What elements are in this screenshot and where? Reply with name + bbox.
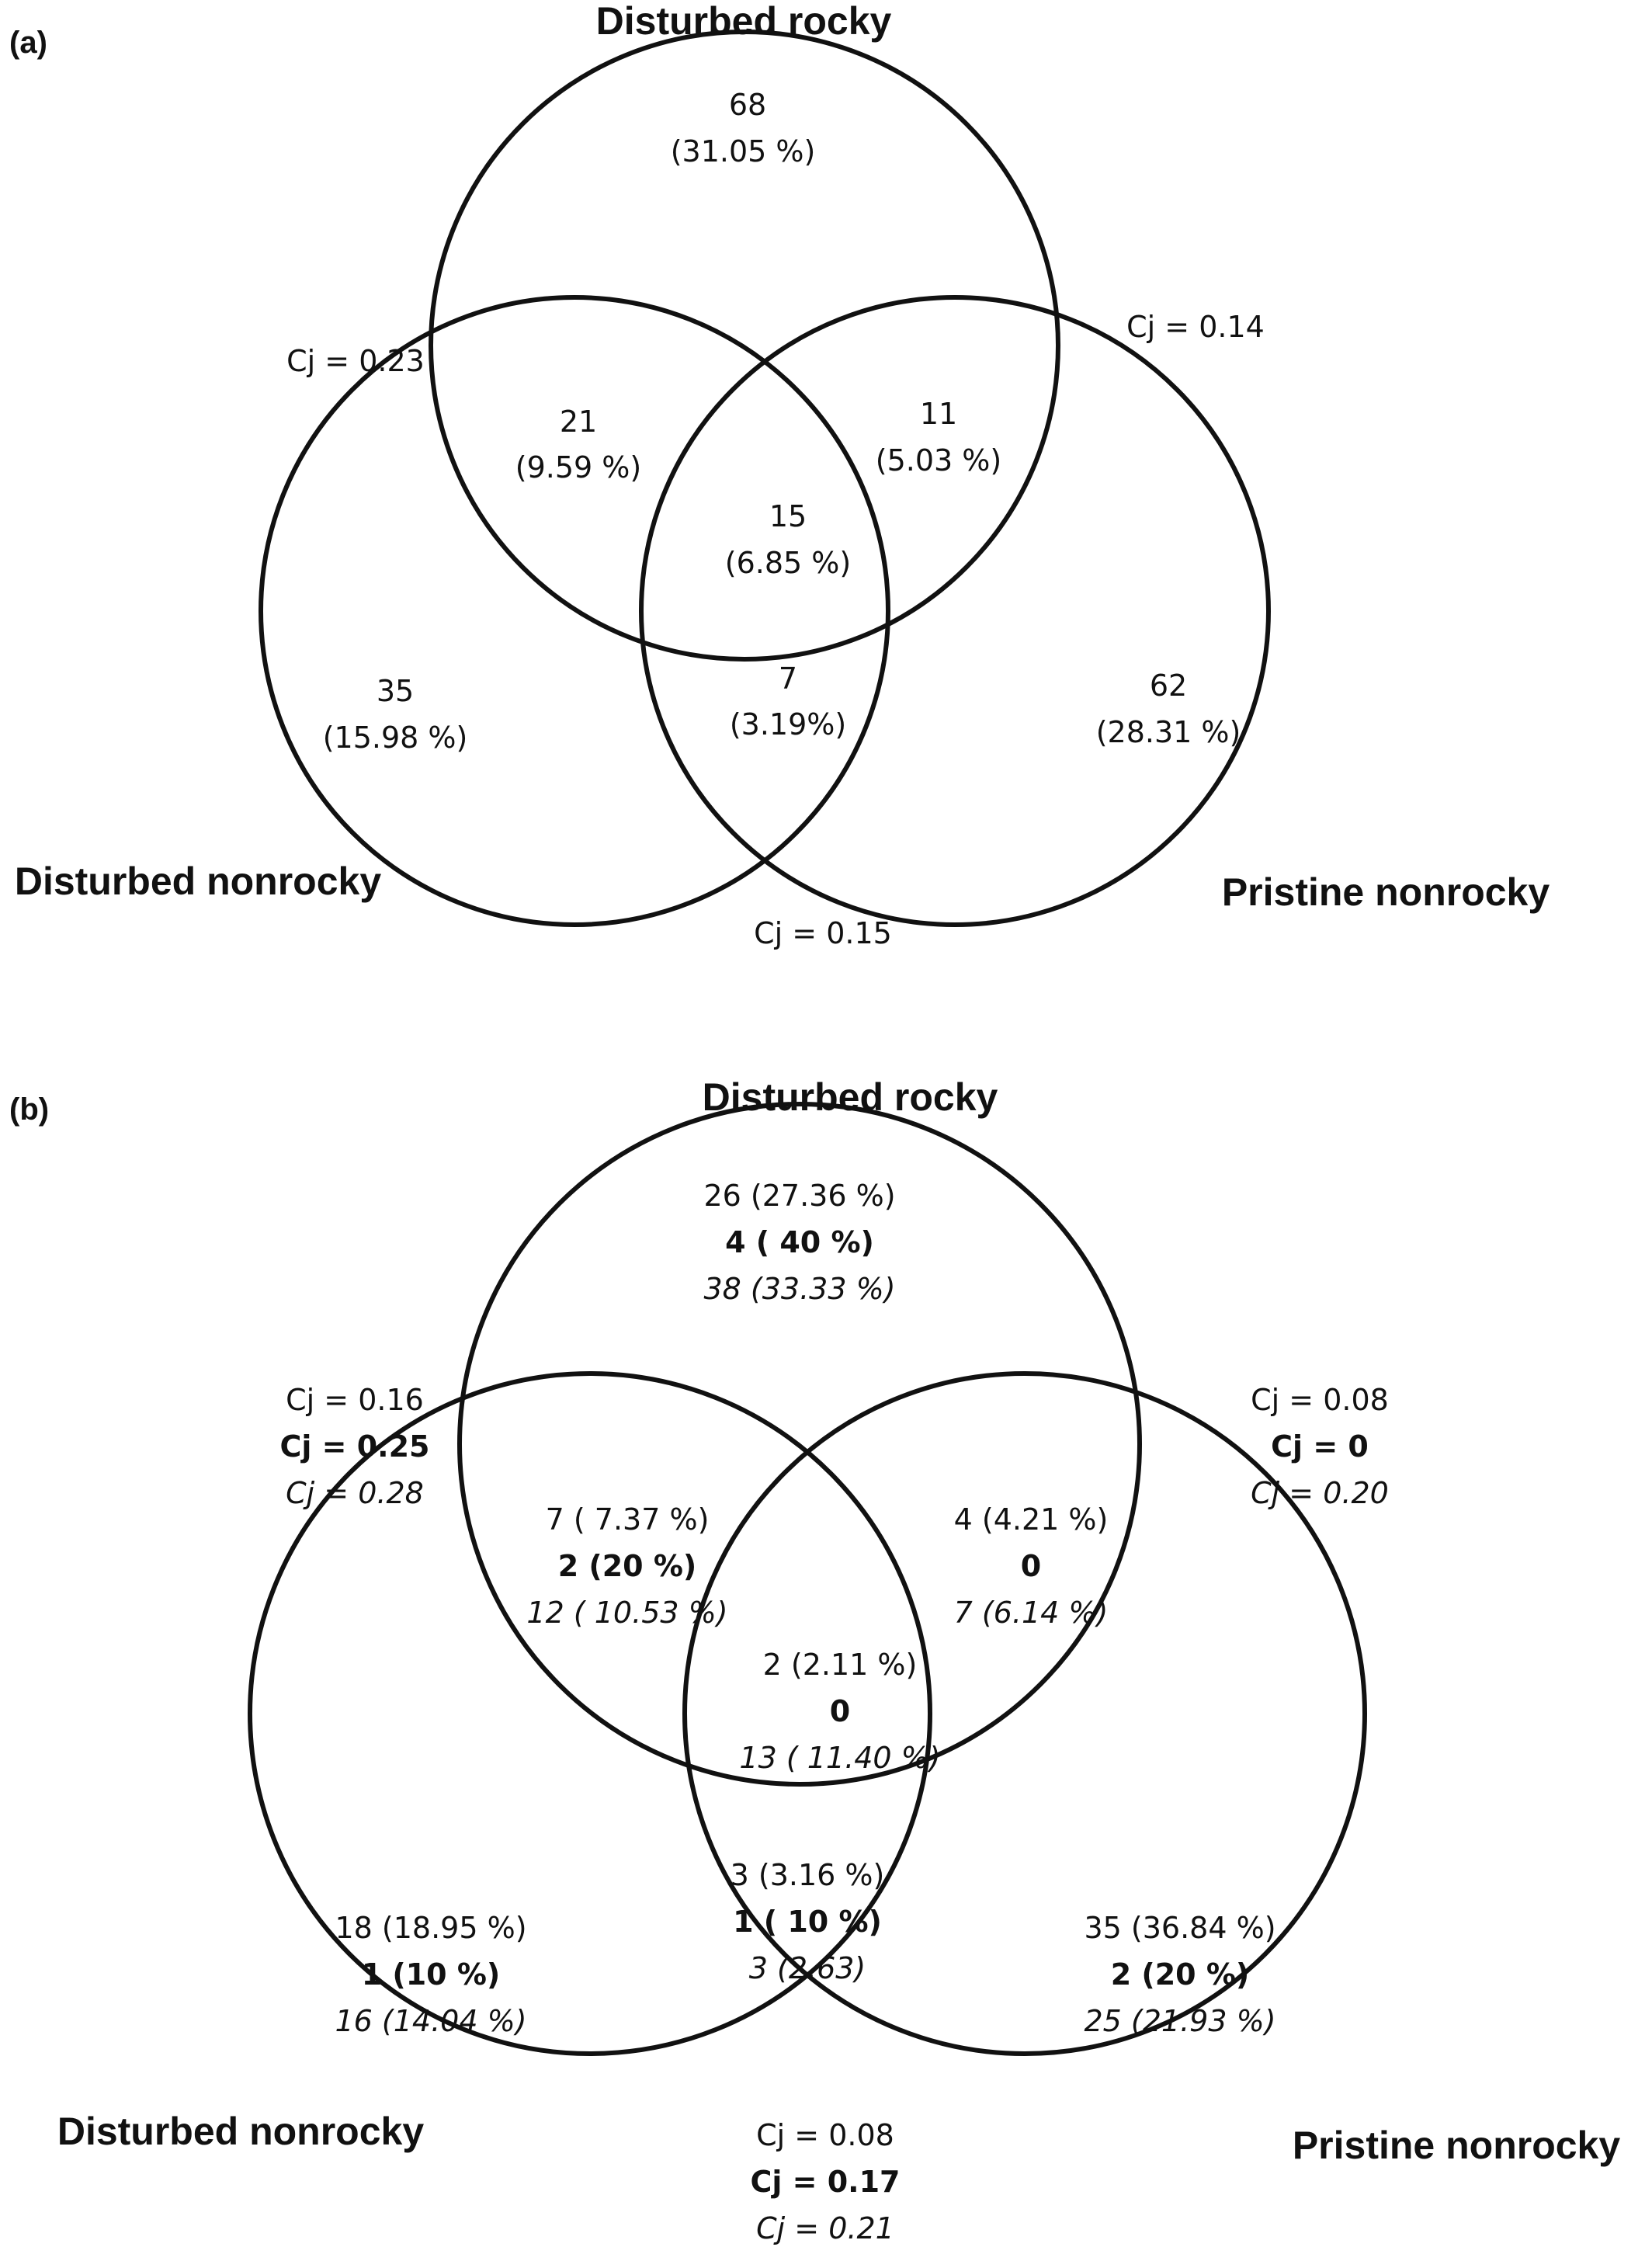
region-rocky-pristine-line3: 7 (6.14 %): [954, 1596, 1109, 1630]
region-rocky-only-line2: 4 ( 40 %): [725, 1225, 874, 1259]
region-nonrocky-pristine-count: 7: [779, 662, 797, 696]
cj-rocky-nonrocky-a: Cj = 0.23: [286, 344, 425, 378]
region-rocky-pristine-pct: (5.03 %): [876, 443, 1001, 478]
region-nonrocky-only-count: 35: [377, 674, 414, 708]
region-rocky-nonrocky-line2: 2 (20 %): [558, 1549, 697, 1583]
cj-rocky-nonrocky-b-line1: Cj = 0.16: [286, 1383, 424, 1417]
region-pristine-only-line2: 2 (20 %): [1111, 1957, 1250, 1992]
region-all-three-line1: 2 (2.11 %): [763, 1648, 918, 1682]
cj-rocky-pristine-b-line3: Cj = 0.20: [1251, 1476, 1389, 1510]
cj-rocky-pristine-a: Cj = 0.14: [1126, 310, 1265, 344]
panel-a-label: (a): [9, 26, 47, 60]
region-rocky-pristine-count: 11: [920, 397, 957, 431]
cj-nonrocky-pristine-b-line3: Cj = 0.21: [756, 2211, 894, 2245]
region-nonrocky-only-line1: 18 (18.95 %): [335, 1911, 526, 1945]
panel-b-label: (b): [9, 1092, 49, 1127]
region-all-three-line2: 0: [830, 1694, 850, 1728]
region-nonrocky-pristine-line2: 1 ( 10 %): [733, 1905, 882, 1939]
region-rocky-only-pct: (31.05 %): [671, 134, 816, 168]
region-pristine-only-line3: 25 (21.93 %): [1084, 2004, 1275, 2038]
region-rocky-nonrocky-line3: 12 ( 10.53 %): [526, 1596, 727, 1630]
region-rocky-only-line3: 38 (33.33 %): [703, 1272, 895, 1306]
cj-rocky-pristine-b-line1: Cj = 0.08: [1251, 1383, 1389, 1417]
region-all-three-line3: 13 ( 11.40 %): [739, 1741, 940, 1775]
region-rocky-nonrocky-pct: (9.59 %): [515, 450, 641, 484]
region-rocky-pristine-line1: 4 (4.21 %): [954, 1502, 1109, 1537]
region-nonrocky-only-line3: 16 (14.04 %): [335, 2004, 526, 2038]
region-values-a: 68 (31.05 %) 21 (9.59 %) 11 (5.03 %) 15 …: [286, 88, 1265, 950]
region-nonrocky-pristine-pct: (3.19%): [730, 707, 846, 741]
panel-a: (a) Disturbed rocky Disturbed nonrocky P…: [9, 0, 1550, 950]
region-nonrocky-pristine-line3: 3 (2.63): [749, 1951, 866, 1985]
circle-disturbed-rocky-a: [429, 30, 1060, 662]
region-rocky-pristine-line2: 0: [1021, 1549, 1041, 1583]
circle-disturbed-nonrocky-b: [248, 1371, 932, 2056]
title-disturbed-rocky-b: Disturbed rocky: [703, 1075, 998, 1119]
region-all-three-pct: (6.85 %): [725, 546, 851, 580]
region-nonrocky-only-pct: (15.98 %): [323, 721, 468, 755]
panel-b: (b) Disturbed rocky Disturbed nonrocky P…: [9, 1075, 1620, 2245]
region-rocky-nonrocky-count: 21: [560, 405, 597, 439]
region-rocky-nonrocky-line1: 7 ( 7.37 %): [546, 1502, 710, 1537]
region-rocky-only-count: 68: [729, 88, 766, 122]
region-nonrocky-pristine-line1: 3 (3.16 %): [731, 1858, 885, 1892]
region-pristine-only-line1: 35 (36.84 %): [1084, 1911, 1275, 1945]
cj-rocky-nonrocky-b-line3: Cj = 0.28: [286, 1476, 424, 1510]
region-rocky-only-line1: 26 (27.36 %): [703, 1179, 895, 1213]
circle-disturbed-nonrocky-a: [259, 295, 890, 927]
title-disturbed-nonrocky-a: Disturbed nonrocky: [15, 860, 381, 903]
cj-nonrocky-pristine-a: Cj = 0.15: [754, 916, 892, 950]
title-pristine-nonrocky-a: Pristine nonrocky: [1222, 870, 1550, 914]
region-pristine-only-count: 62: [1150, 669, 1187, 703]
region-pristine-only-pct: (28.31 %): [1096, 715, 1241, 749]
circle-pristine-nonrocky-a: [639, 295, 1271, 927]
region-nonrocky-only-line2: 1 (10 %): [362, 1957, 501, 1992]
circle-disturbed-rocky-b: [457, 1102, 1142, 1787]
cj-nonrocky-pristine-b-line2: Cj = 0.17: [751, 2165, 901, 2199]
title-disturbed-rocky-a: Disturbed rocky: [596, 0, 892, 43]
cj-rocky-nonrocky-b-line2: Cj = 0.25: [280, 1429, 430, 1464]
cj-nonrocky-pristine-b-line1: Cj = 0.08: [756, 2118, 894, 2152]
title-disturbed-nonrocky-b: Disturbed nonrocky: [57, 2110, 424, 2153]
circle-pristine-nonrocky-b: [682, 1371, 1367, 2056]
title-pristine-nonrocky-b: Pristine nonrocky: [1293, 2124, 1621, 2167]
region-all-three-count: 15: [769, 499, 807, 533]
cj-rocky-pristine-b-line2: Cj = 0: [1271, 1429, 1369, 1464]
region-values-b: 26 (27.36 %) 4 ( 40 %) 38 (33.33 %) 7 ( …: [280, 1179, 1389, 2245]
